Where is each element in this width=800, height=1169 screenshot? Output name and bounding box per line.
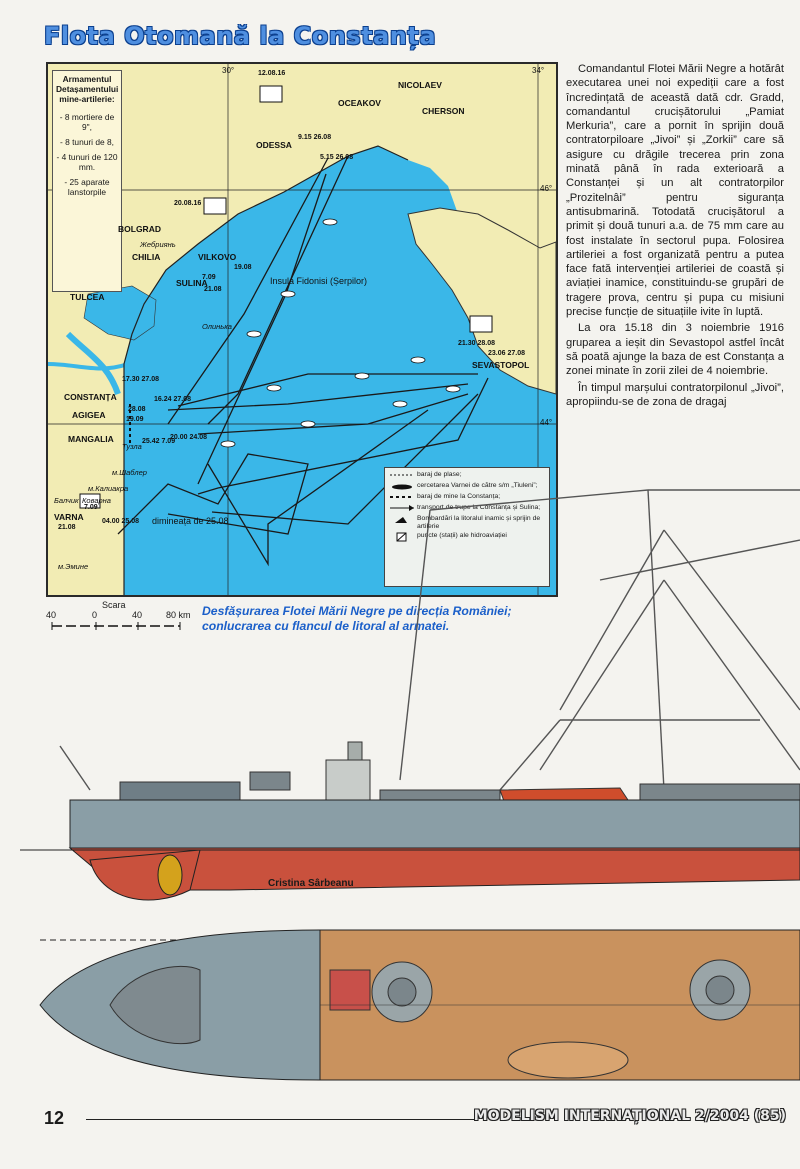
date-label: 19.09 — [126, 416, 144, 423]
scale-bar — [51, 622, 181, 630]
date-label: 7.09 — [202, 274, 216, 281]
place-balchik: Балчик — [54, 496, 79, 505]
coord-label: 44° — [540, 418, 553, 427]
place-varna: VARNA — [54, 512, 84, 522]
place-chilia: CHILIA — [132, 252, 161, 262]
article-paragraph: În timpul marșului contratorpilonul „Jiv… — [566, 381, 784, 408]
submarine-icon — [389, 482, 417, 492]
date-label: 17.30 27.08 — [122, 376, 159, 383]
place-kaliakra: м.Калиакра — [88, 484, 129, 493]
date-label: 21.08 — [204, 286, 222, 293]
place-mangalia: MANGALIA — [68, 434, 114, 444]
date-label: 25.42 7.09 — [142, 438, 176, 445]
place-tuzla: Тузла — [122, 442, 142, 451]
armament-item: - 8 mortiere de 9", — [59, 112, 115, 132]
legend-item: cercetarea Varnei de către s/m „Tiuleni”… — [417, 482, 538, 489]
footer-rule — [86, 1119, 478, 1120]
coord-label: 34° — [532, 66, 545, 75]
place-emine: м.Эмине — [58, 562, 89, 571]
net-barrage-icon — [389, 471, 417, 481]
place-insula-fidonisi: Insula Fidonisi (Șerpilor) — [270, 276, 368, 286]
place-nicolaev: NICOLAEV — [398, 80, 442, 90]
artist-credit: Cristina Sârbeanu — [268, 878, 354, 889]
page-number: 12 — [44, 1108, 65, 1128]
date-label: 9.15 26.08 — [298, 134, 332, 141]
legend-item: baraj de plase; — [417, 471, 462, 478]
legend-item: puncte (stații) ale hidroaviației — [417, 532, 507, 540]
troop-transport-icon — [389, 504, 417, 514]
armament-item: - 8 tunuri de 8, — [59, 137, 114, 147]
place-ociakov: OCEAKOV — [338, 98, 381, 108]
place-bolgrad: BOLGRAD — [118, 224, 161, 234]
legend-item: transport de trupe la Constanța și Sulin… — [417, 504, 541, 511]
scale-tick: 80 km — [166, 610, 191, 620]
date-label: 23.06 27.08 — [488, 350, 525, 357]
page-title: Flota Otomană la Constanța — [44, 22, 437, 50]
place-shabler: м.Шаблер — [112, 468, 147, 477]
place-odessa: ODESSA — [256, 140, 292, 150]
date-label: 21.30 28.08 — [458, 340, 495, 347]
armament-heading: Armamentul Detașamentului mine-artilerie… — [56, 74, 119, 104]
place-kovarna: Коварна — [82, 496, 111, 505]
date-label: 5.15 26.08 — [320, 154, 354, 161]
date-label: 19.08 — [234, 264, 252, 271]
legend-item: baraj de mine la Constanța; — [417, 493, 501, 500]
date-label: 28.08 — [128, 406, 146, 413]
armament-box: Armamentul Detașamentului mine-artilerie… — [52, 70, 122, 292]
date-label: 21.08 — [58, 524, 76, 531]
map-legend: baraj de plase; cercetarea Varnei de căt… — [384, 467, 550, 587]
place-constanta: CONSTANȚA — [64, 392, 117, 402]
date-label: 20.08.16 — [174, 200, 202, 207]
coord-label: 30° — [222, 66, 235, 75]
date-label: 04.00 25.08 — [102, 518, 139, 525]
place-agigea: AGIGEA — [72, 410, 106, 420]
scale-tick: 40 — [46, 610, 57, 620]
coord-label: 46° — [540, 184, 553, 193]
map-scale: Scara 40 0 40 80 km — [44, 600, 204, 636]
date-label: 16.24 27.08 — [154, 396, 191, 403]
place-sulina: SULINA — [176, 278, 208, 288]
date-label: 12.08.16 — [258, 70, 286, 77]
article-paragraph: Comandantul Flotei Mării Negre a hotărât… — [566, 63, 784, 319]
scale-tick: 0 — [92, 610, 98, 620]
place-tulcea: TULCEA — [70, 292, 105, 302]
place-dimineata: dimineața de 25.08 — [152, 516, 229, 526]
armament-item: - 25 aparate lanstorpile — [64, 177, 110, 197]
hydroaviation-icon — [389, 532, 417, 542]
place-zhebr: Жебриянь — [140, 240, 176, 249]
bombardment-icon — [389, 515, 417, 525]
date-label: 20.00 24.08 — [170, 434, 207, 441]
place-olinka: Олинька — [202, 322, 232, 331]
ship-profile-drawing — [20, 489, 800, 1081]
place-vilkovo: VILKOVO — [198, 252, 237, 262]
date-label: 7.09 — [84, 504, 98, 511]
mine-barrage-icon — [389, 493, 417, 503]
scale-tick: 40 — [132, 610, 143, 620]
armament-item: - 4 tunuri de 120 mm. — [56, 152, 118, 172]
magazine-name: MODELISM INTERNAȚIONAL 2/2004 (85) — [473, 1108, 786, 1124]
scale-title: Scara — [102, 600, 126, 610]
map-black-sea: Armamentul Detașamentului mine-artilerie… — [46, 62, 558, 597]
map-caption: Desfășurarea Flotei Mării Negre pe direc… — [202, 604, 512, 633]
article-text: Comandantul Flotei Mării Negre a hotărât… — [566, 62, 784, 411]
article-paragraph: La ora 15.18 din 3 noiembrie 1916 grupar… — [566, 322, 784, 378]
place-sevastopol: SEVASTOPOL — [472, 360, 530, 370]
place-cherson: CHERSON — [422, 106, 465, 116]
